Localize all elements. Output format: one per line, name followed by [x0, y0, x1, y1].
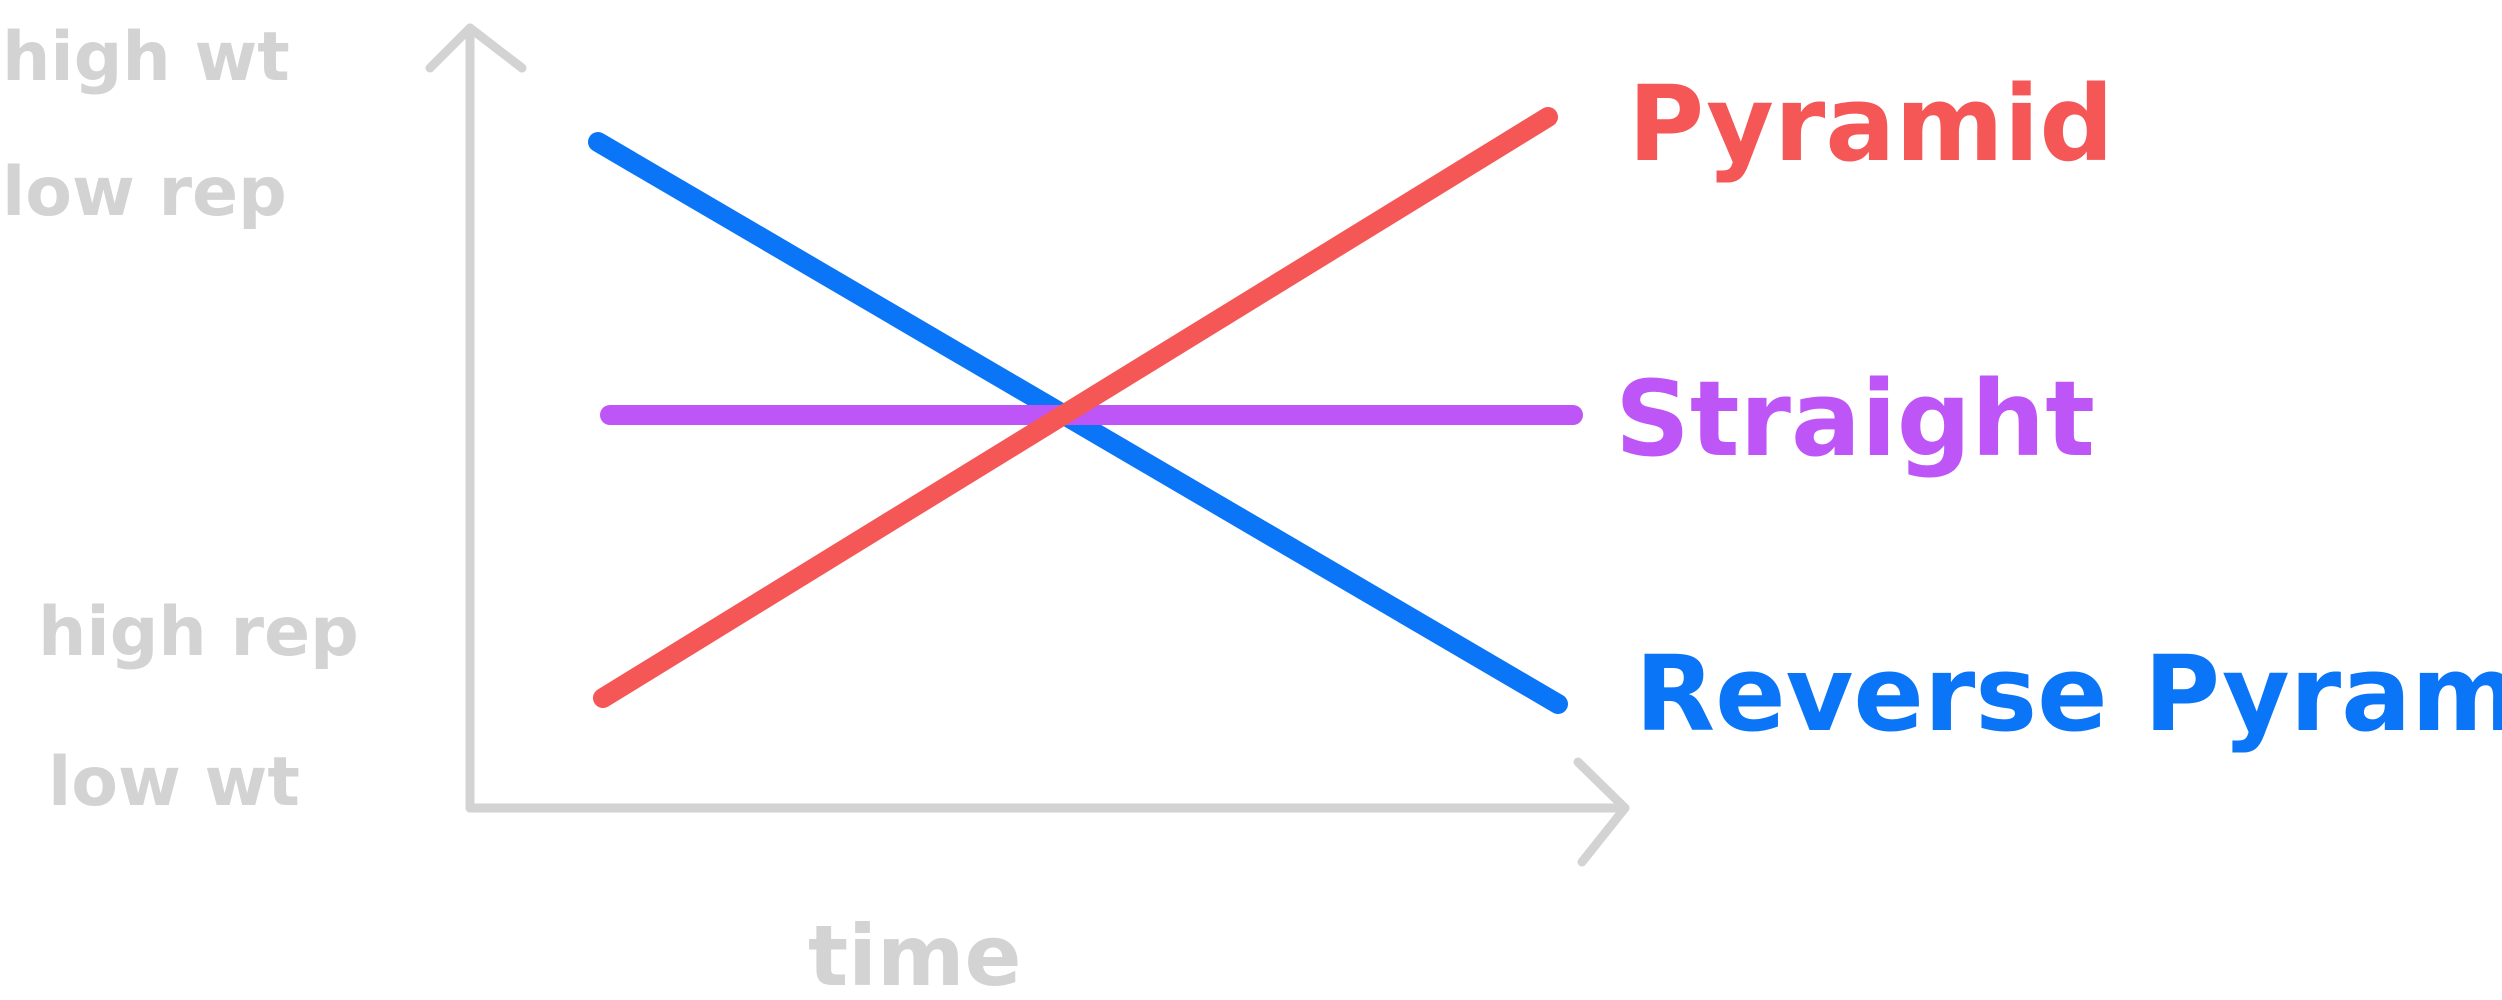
y-top-label-line1: high wt	[2, 18, 290, 97]
y-axis-arrowhead	[425, 23, 527, 73]
series-label-pyramid: Pyramid	[1628, 63, 2114, 185]
series-lines	[588, 107, 1583, 714]
series-labels: Pyramid Straight Reverse Pyramid	[1615, 63, 2502, 755]
y-top-label-line2: low rep	[2, 153, 287, 232]
series-line-pyramid	[593, 107, 1558, 708]
y-bottom-label-line1: high rep	[38, 593, 359, 672]
axes	[425, 23, 1630, 867]
y-bottom-label-line2: low wt	[48, 743, 300, 822]
y-axis-labels: high wt low rep high rep low wt	[2, 18, 359, 822]
x-axis-arrowhead	[1573, 757, 1630, 867]
series-label-reverse-pyramid: Reverse Pyramid	[1635, 633, 2502, 755]
x-axis-label: time	[808, 907, 1021, 1000]
series-label-straight: Straight	[1615, 358, 2095, 480]
